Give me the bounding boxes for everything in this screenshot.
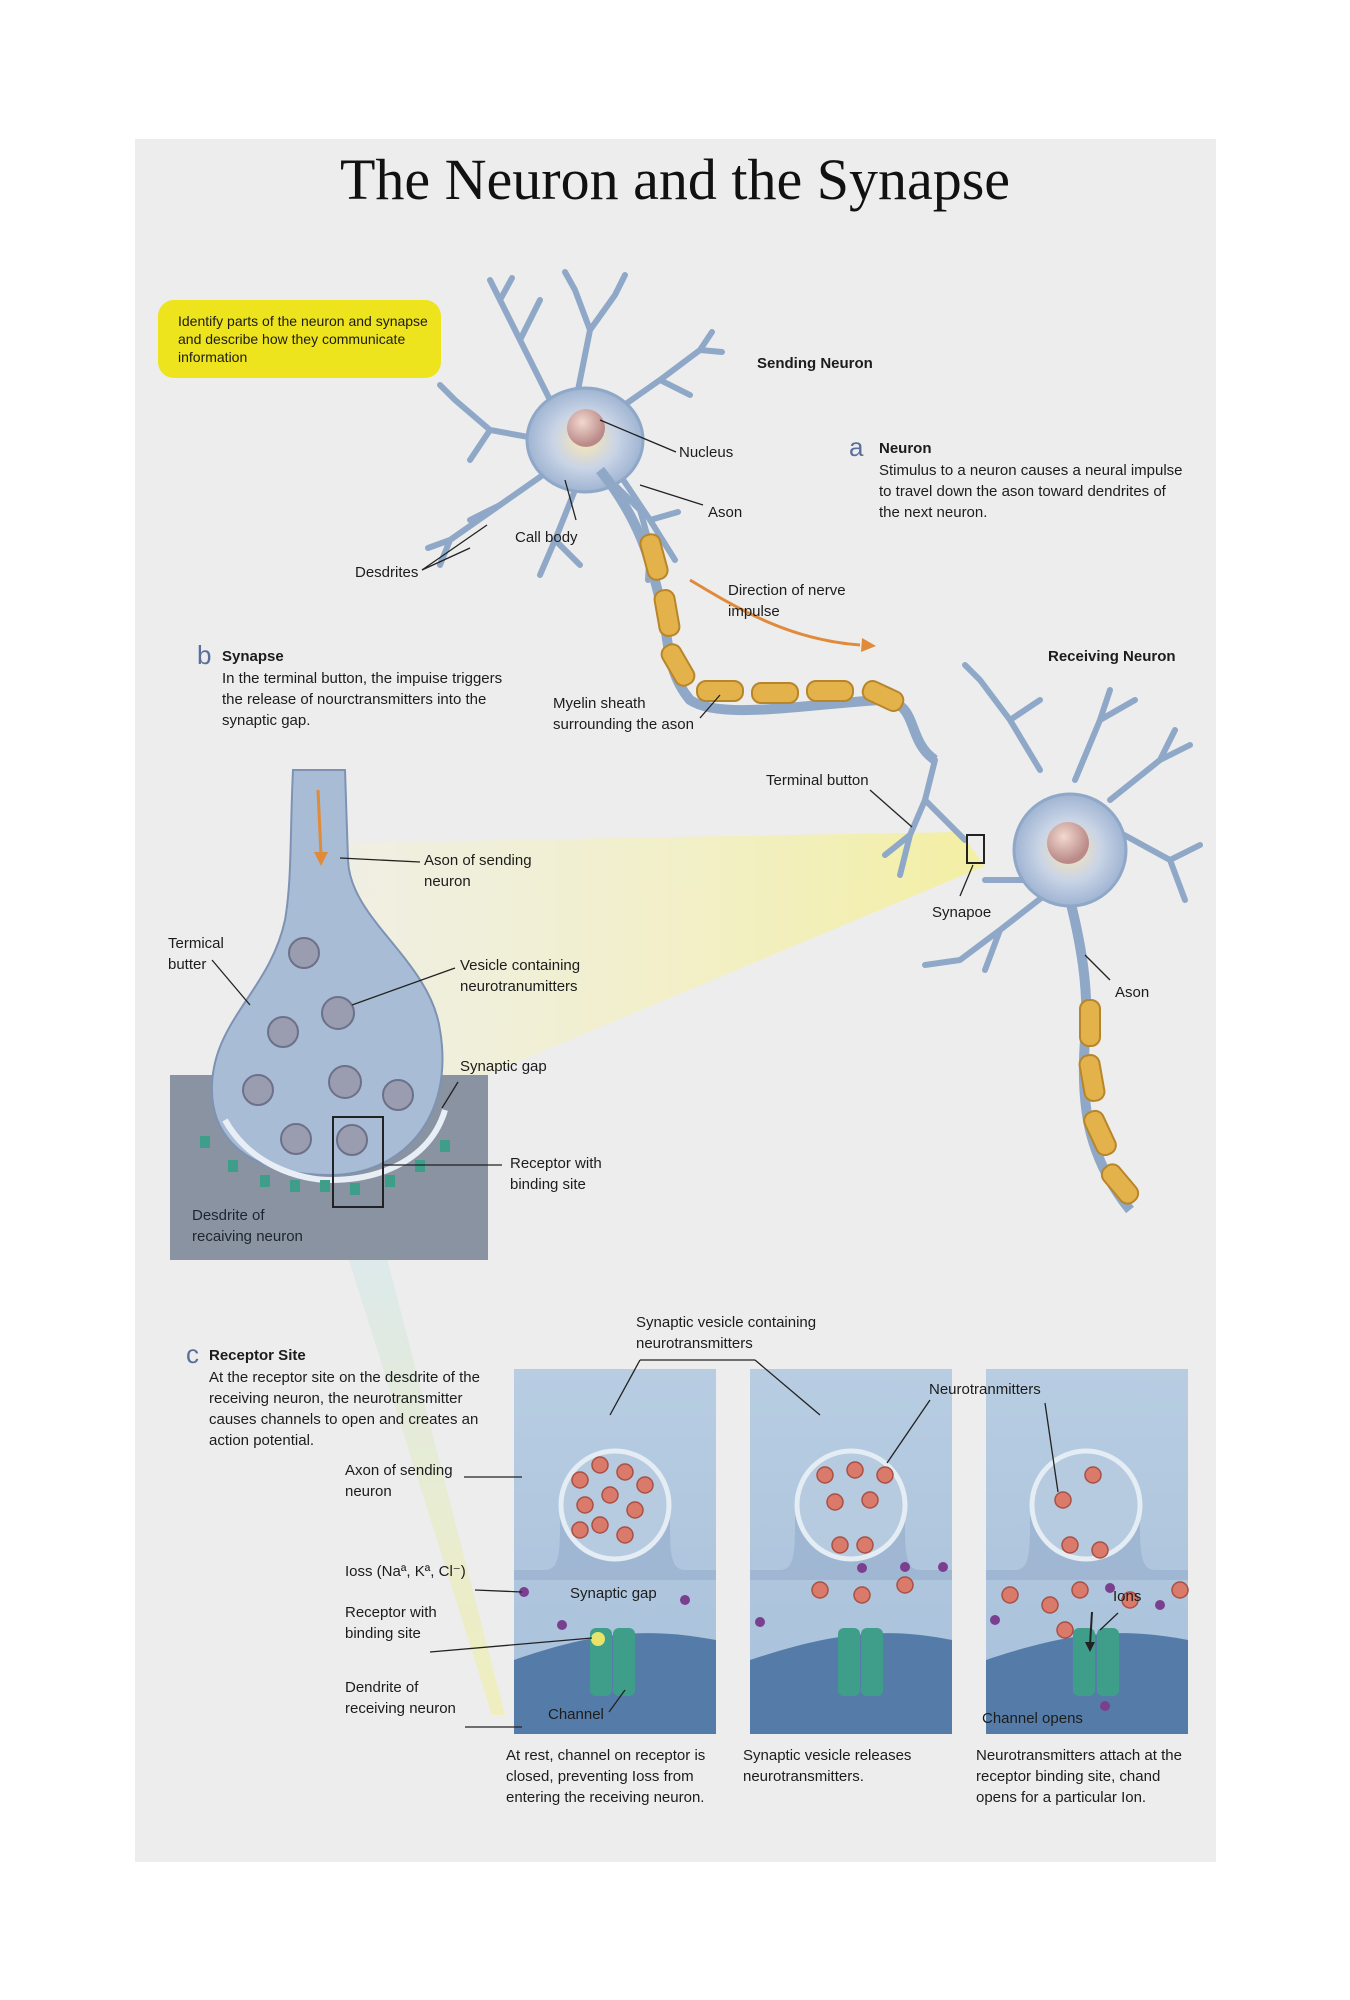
leader-lines: [211, 419, 1119, 1728]
panel-b-text: In the terminal button, the impuise trig…: [222, 670, 503, 729]
label-synapse: Synapoe: [932, 904, 992, 921]
synapse-arrow: [316, 789, 323, 856]
ion-flow-arrow: [1089, 1611, 1093, 1646]
label-vesicle: Vesicle containing neurotranumitters: [460, 957, 581, 995]
synapse-vesicles: [242, 937, 414, 1156]
synapse-zoom-box: [332, 1116, 384, 1208]
label-receptor-b: Receptor with binding site: [510, 1155, 602, 1193]
label-dendrite-c: Dendrite of receiving neuron: [345, 1679, 456, 1717]
synapse-box: [966, 834, 985, 864]
label-synaptic-vesicle: Synaptic vesicle containing neurotransmi…: [636, 1314, 817, 1352]
label-channel: Channel: [548, 1706, 604, 1723]
receptor-panel-2: [750, 1369, 952, 1734]
label-terminal-button: Terminal button: [766, 772, 869, 789]
sending-nucleus: [567, 409, 605, 447]
label-myelin: Myelin sheath surrounding the ason: [553, 695, 694, 733]
label-nucleus: Nucleus: [679, 444, 734, 461]
label-axon-sending-c: Axon of sending neuron: [345, 1462, 453, 1500]
label-ason-receiving: Ason: [1115, 984, 1150, 1001]
neurotransmitters: [571, 1456, 1189, 1639]
caption-panel-3: Neurotransmitters attach at the receptor…: [976, 1747, 1182, 1806]
zoom-beam-receptor: [330, 1200, 505, 1715]
receiving-nucleus: [1047, 822, 1089, 864]
page-title: The Neuron and the Synapse: [339, 147, 1011, 212]
label-direction: Direction of nerve impulse: [728, 582, 846, 620]
panel-c-text: At the receptor site on the desdrite of …: [209, 1369, 480, 1449]
terminal-button: [210, 769, 444, 1177]
label-neurotransmitters: Neurotranmitters: [929, 1381, 1041, 1398]
label-terminal-butter: Termical butter: [168, 935, 224, 973]
label-ason-of-sending: Ason of sending neuron: [424, 852, 532, 890]
panel-a-letter: a: [849, 432, 864, 462]
panel-b-letter: b: [197, 640, 212, 670]
label-synaptic-gap-b: Synaptic gap: [460, 1058, 547, 1075]
label-ason-sending: Ason: [708, 504, 743, 521]
caption-panel-2: Synaptic vesicle releases neurotransmitt…: [743, 1747, 912, 1785]
panel-a-heading: Neuron: [879, 440, 932, 457]
label-dendrite-b: Desdrite of recaiving neuron: [192, 1207, 303, 1245]
receptor-panel-1: [514, 1369, 716, 1734]
ions: [519, 1562, 1165, 1711]
receiving-myelin: [1078, 999, 1140, 1205]
intro-callout: Identify parts of the neuron and synapse…: [158, 300, 441, 378]
sending-neuron: [425, 269, 725, 583]
label-receptor-c: Receptor with binding site: [345, 1604, 437, 1642]
panel-a-text: Stimulus to a neuron causes a neural imp…: [879, 462, 1183, 521]
label-synaptic-gap-c: Synaptic gap: [570, 1585, 657, 1602]
panel-c-heading: Receptor Site: [209, 1347, 306, 1364]
receiving-axon: [1065, 898, 1134, 1214]
impulse-direction-arrow: [689, 578, 861, 647]
caption-panel-1: At rest, channel on receptor is closed, …: [506, 1747, 706, 1806]
label-receiving-neuron: Receiving Neuron: [1048, 648, 1176, 665]
label-dendrites: Desdrites: [355, 564, 419, 581]
intro-text: Identify parts of the neuron and synapse…: [178, 313, 428, 365]
panel-b-heading: Synapse: [222, 648, 284, 665]
panel-c-letter: c: [186, 1339, 199, 1369]
myelin-sheath: [639, 533, 905, 712]
zoom-beam-synapse: [330, 832, 985, 1093]
receptor-panel-3: [986, 1369, 1188, 1734]
label-cell-body: Call body: [515, 529, 578, 546]
synapse-receptors: [200, 1136, 450, 1195]
label-ions: Ions: [1113, 1588, 1142, 1605]
label-ions-list: Ioss (Naª, Kª, Cl⁻): [345, 1563, 466, 1580]
label-sending-neuron: Sending Neuron: [757, 355, 873, 372]
label-channel-opens: Channel opens: [982, 1710, 1083, 1727]
